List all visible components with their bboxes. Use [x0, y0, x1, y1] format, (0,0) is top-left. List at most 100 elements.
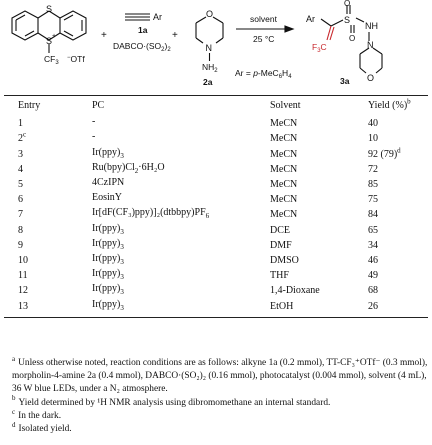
compound-3a-label: 3a	[340, 76, 350, 86]
product-ar-label: Ar	[306, 14, 315, 24]
morpholine-nitrogen-label: N	[206, 43, 213, 53]
ar-definition: Ar = p-MeC6H4	[235, 68, 292, 80]
cell-pc: EosinY	[92, 192, 122, 204]
reaction-arrow	[236, 25, 295, 33]
cell-yield: 92 (79)d	[368, 146, 401, 160]
cell-solvent: MeCN	[270, 209, 298, 221]
table-row: 13 Ir(ppy)3 EtOH 26	[4, 299, 428, 317]
cell-pc: 4CzIPN	[92, 177, 125, 189]
cell-yield: 49	[368, 270, 378, 282]
cell-entry: 5	[18, 179, 23, 191]
sulfur-bottom-label: S	[46, 36, 52, 46]
sulfur-top-label: S	[46, 4, 52, 14]
cell-solvent: EtOH	[270, 300, 294, 312]
table-row: 7 Ir[dF(CF₃)ppy)]₂(dtbbpy)PF6 MeCN 84	[4, 207, 428, 222]
dabco-label: DABCO·(SO2)2	[113, 41, 171, 53]
cell-solvent: MeCN	[270, 118, 298, 130]
cell-pc: Ir(ppy)3	[92, 268, 124, 282]
amine-nh2-label: NH2	[202, 62, 218, 74]
cell-yield: 26	[368, 300, 378, 312]
cell-entry: 10	[18, 255, 28, 267]
morpholine-ring	[195, 16, 224, 61]
cell-entry: 13	[18, 300, 28, 312]
cell-entry: 4	[18, 163, 23, 175]
table-bottom-rule	[4, 316, 428, 318]
cell-yield: 72	[368, 163, 378, 175]
cell-yield: 75	[368, 194, 378, 206]
cell-yield: 34	[368, 239, 378, 251]
cell-yield: 40	[368, 118, 378, 130]
cell-solvent: MeCN	[270, 148, 298, 160]
table-row: 6 EosinY MeCN 75	[4, 192, 428, 207]
cell-yield: 84	[368, 209, 378, 221]
plus-sign-1: +	[101, 30, 107, 41]
cell-yield: 68	[368, 285, 378, 297]
cell-yield: 10	[368, 133, 378, 145]
table-row: 8 Ir(ppy)3 DCE 65	[4, 223, 428, 238]
cell-solvent: MeCN	[270, 133, 298, 145]
product-sulfur-label: S	[344, 15, 350, 25]
alkyne-triple-bond	[125, 13, 150, 21]
compound-2a-label: 2a	[203, 77, 213, 87]
arrow-temperature-label: 25 °C	[253, 34, 274, 44]
table-row: 4 Ru(bpy)Cl2·6H₂O MeCN 72	[4, 162, 428, 177]
header-entry: Entry	[18, 100, 41, 111]
product-nh-label: NH	[365, 21, 378, 31]
header-solvent: Solvent	[270, 100, 301, 111]
morpholine-oxygen-label: O	[206, 9, 213, 19]
cell-entry: 6	[18, 194, 23, 206]
cell-entry: 9	[18, 239, 23, 251]
cell-pc: Ir[dF(CF₃)ppy)]₂(dtbbpy)PF6	[92, 207, 210, 221]
cell-entry: 2c	[18, 131, 27, 145]
compound-1a-label: 1a	[138, 25, 148, 35]
cell-solvent: DCE	[270, 224, 290, 236]
cell-solvent: THF	[270, 270, 289, 282]
product-f3c-label: F3C	[312, 42, 327, 54]
table-header-row: Entry PC Solvent Yield (%)b	[4, 96, 428, 114]
cell-solvent: MeCN	[270, 163, 298, 175]
cell-pc: -	[92, 116, 96, 128]
reaction-scheme-drawing: S S + CF3 −OTf + Ar 1a DABCO·(SO2)2 + O …	[11, 0, 383, 87]
cell-pc: -	[92, 131, 96, 143]
reagent-cf3-label: CF3	[44, 54, 59, 66]
cell-entry: 7	[18, 209, 23, 221]
table-row: 2c - MeCN 10	[4, 131, 428, 146]
cell-pc: Ir(ppy)3	[92, 283, 124, 297]
table-row: 11 Ir(ppy)3 THF 49	[4, 268, 428, 283]
cell-solvent: MeCN	[270, 194, 298, 206]
cell-entry: 8	[18, 224, 23, 236]
cell-solvent: MeCN	[270, 179, 298, 191]
cell-entry: 11	[18, 270, 28, 282]
cell-entry: 3	[18, 148, 23, 160]
cell-yield: 65	[368, 224, 378, 236]
cell-entry: 12	[18, 285, 28, 297]
sulfonium-charge: +	[52, 33, 56, 40]
header-yield: Yield (%)b	[368, 97, 411, 111]
product-nitrogen-label: N	[367, 40, 374, 50]
product-oxygen2-label: O	[349, 34, 355, 43]
cell-yield: 46	[368, 255, 378, 267]
alkyne-ar-label: Ar	[153, 12, 162, 22]
thianthrene-right-ring	[59, 10, 87, 41]
reaction-scheme: S S + CF3 −OTf + Ar 1a DABCO·(SO2)2 + O …	[0, 0, 432, 94]
table-row: 9 Ir(ppy)3 DMF 34	[4, 238, 428, 253]
plus-sign-2: +	[172, 30, 178, 41]
cell-pc: Ir(ppy)3	[92, 222, 124, 236]
cell-pc: Ir(ppy)3	[92, 237, 124, 251]
cell-solvent: DMSO	[270, 255, 299, 267]
cell-pc: Ir(ppy)3	[92, 298, 124, 312]
cell-solvent: DMF	[270, 239, 292, 251]
header-pc: PC	[92, 100, 105, 111]
cell-yield: 85	[368, 179, 378, 191]
table-row: 5 4CzIPN MeCN 85	[4, 177, 428, 192]
product-morpholine-oxygen-label: O	[367, 73, 374, 83]
cell-pc: Ru(bpy)Cl2·6H₂O	[92, 161, 165, 175]
